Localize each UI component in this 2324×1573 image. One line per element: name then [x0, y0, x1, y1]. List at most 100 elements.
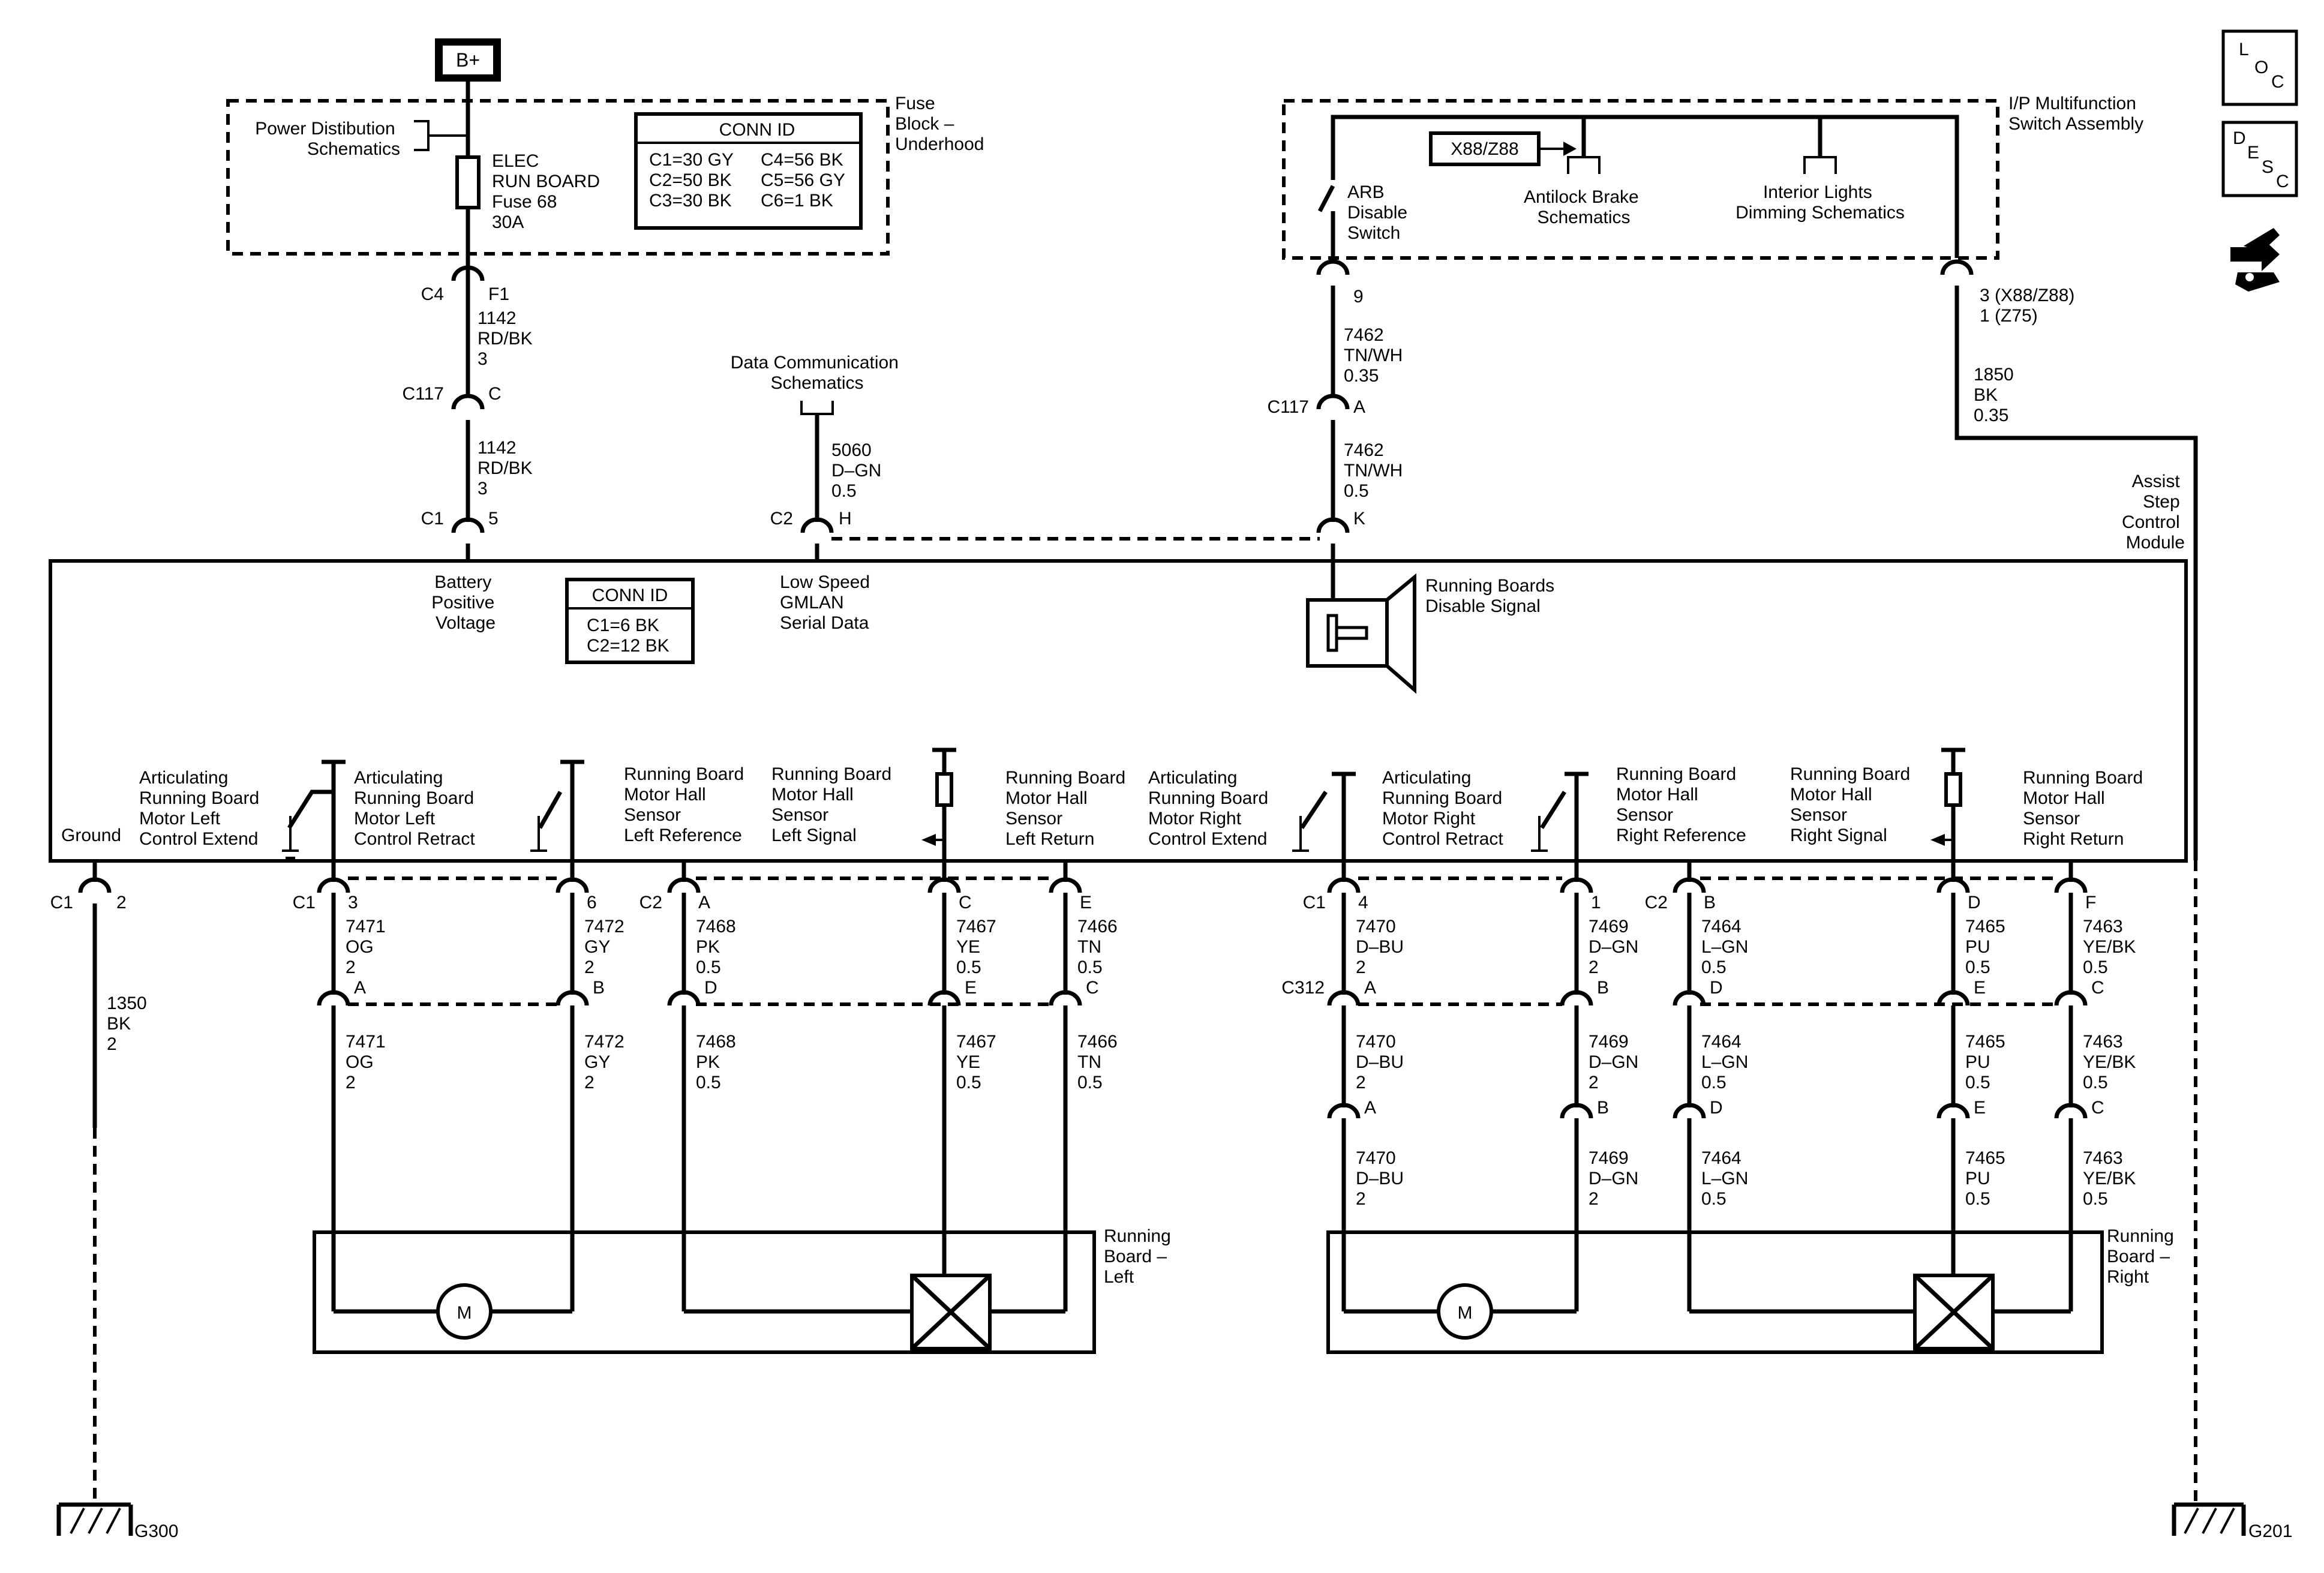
- connector-right-4-top: [2054, 877, 2088, 893]
- pin-left-4-mid: C: [1086, 978, 1099, 998]
- connector-left-0-top: [317, 877, 350, 893]
- connector-c117-c: [451, 394, 485, 410]
- loc-icon[interactable]: L O C: [2221, 29, 2298, 106]
- connector-right-0-top: [1327, 877, 1361, 893]
- battery-source: B+: [435, 38, 501, 82]
- antilock-brake-label: Antilock Brake Schematics: [1524, 187, 1644, 227]
- switch-assembly-label: I/P Multifunction Switch Assembly: [2008, 94, 2143, 134]
- running-board-left-label: Running Board – Left: [1104, 1226, 1176, 1287]
- svg-text:2: 2: [116, 893, 127, 912]
- motor-left-icon: [436, 1283, 493, 1340]
- connector-pin9: [1316, 259, 1350, 275]
- fuse-block-underhood: Fuse Block – Underhood Power Distibution…: [226, 94, 984, 256]
- pin-right-1-mid: B: [1597, 978, 1609, 998]
- svg-text:C2: C2: [639, 893, 662, 912]
- svg-text:C2: C2: [770, 509, 793, 529]
- svg-text:1850 BK 0.35: 1850 BK 0.35: [1974, 365, 2019, 425]
- pin-right-4-bot: C: [2091, 1098, 2104, 1118]
- svg-text:C117: C117: [1268, 397, 1310, 417]
- connector-right-1-top: [1560, 877, 1593, 893]
- gmlan-label: Low Speed GMLAN Serial Data: [780, 572, 875, 633]
- disable-signal-label: Running Boards Disable Signal: [1425, 576, 1560, 616]
- svg-text:7462 TN/WH 0.5: 7462 TN/WH 0.5: [1344, 440, 1408, 501]
- pin-left-1-top: 6: [587, 893, 597, 912]
- svg-text:C: C: [2271, 72, 2284, 92]
- svg-text:9: 9: [1353, 287, 1364, 307]
- svg-text:C: C: [488, 384, 502, 404]
- pin-right-1-top: 1: [1591, 893, 1601, 912]
- svg-text:C2: C2: [1645, 893, 1668, 912]
- connector-right-2-mid: [1673, 990, 1706, 1006]
- pin-right-4-mid: C: [2091, 978, 2104, 998]
- ground-pin-label: 3 (X88/Z88) 1 (Z75): [1980, 286, 2080, 326]
- ground-g300-icon: [56, 1502, 133, 1536]
- svg-text:C1: C1: [293, 893, 316, 912]
- running-board-right-label: Running Board – Right: [2107, 1226, 2179, 1287]
- connector-left-4-top: [1049, 877, 1082, 893]
- pin-right-3-top: D: [1968, 893, 1981, 912]
- svg-text:X88/Z88: X88/Z88: [1451, 139, 1518, 159]
- pin-right-4-top: F: [2085, 893, 2096, 912]
- connector-right-1-bot: [1560, 1103, 1593, 1119]
- desc-icon[interactable]: D E S C: [2221, 121, 2298, 197]
- pin-right-0-top: 4: [1358, 893, 1368, 912]
- svg-text:E: E: [2247, 143, 2259, 163]
- svg-text:G300: G300: [134, 1521, 178, 1541]
- power-distribution-label: Power Distibution Schematics: [255, 119, 400, 159]
- connector-left-4-mid: [1049, 990, 1082, 1006]
- svg-text:C4=56 BK C5=56 GY: C4=56 BK C5=56 GY C6=1 BK: [761, 150, 850, 211]
- svg-text:C1: C1: [421, 509, 444, 529]
- connector-left-2-mid: [667, 990, 701, 1006]
- pin-right-3-bot: E: [1974, 1098, 1986, 1118]
- connector-pin-k: [1316, 517, 1350, 533]
- connector-right-1-mid: [1560, 990, 1593, 1006]
- svg-text:CONN ID: CONN ID: [592, 586, 668, 605]
- connector-left-2-top: [667, 877, 701, 893]
- pin-right-2-top: B: [1704, 893, 1716, 912]
- battery-positive-label: Battery Positive Voltage: [431, 572, 499, 633]
- connector-c2-pin-h: [800, 517, 834, 533]
- ip-multifunction-switch-assembly: I/P Multifunction Switch Assembly ARB Di…: [1282, 94, 2143, 260]
- fuse-icon: [455, 155, 481, 209]
- connector-right-2-top: [1673, 877, 1706, 893]
- svg-text:F1: F1: [488, 284, 509, 304]
- svg-text:C117: C117: [403, 384, 445, 404]
- pin-right-2-mid: D: [1710, 978, 1723, 998]
- svg-text:CONN ID: CONN ID: [719, 120, 795, 140]
- connector-left-3-top: [927, 877, 961, 893]
- svg-text:K: K: [1353, 509, 1365, 529]
- svg-text:G201: G201: [2248, 1521, 2292, 1541]
- pin-left-2-mid: D: [704, 978, 717, 998]
- fuse-label: ELEC RUN BOARD Fuse 68 30A: [492, 151, 605, 232]
- disable-signal-icon: [1306, 573, 1416, 694]
- wrench-icon[interactable]: [2230, 228, 2280, 292]
- fuse-block-conn-id: CONN ID C1=30 GY C2=50 BK C3=30 BK C4=56…: [634, 112, 863, 230]
- pin-left-3-top: C: [959, 893, 972, 912]
- svg-text:C4: C4: [421, 284, 444, 304]
